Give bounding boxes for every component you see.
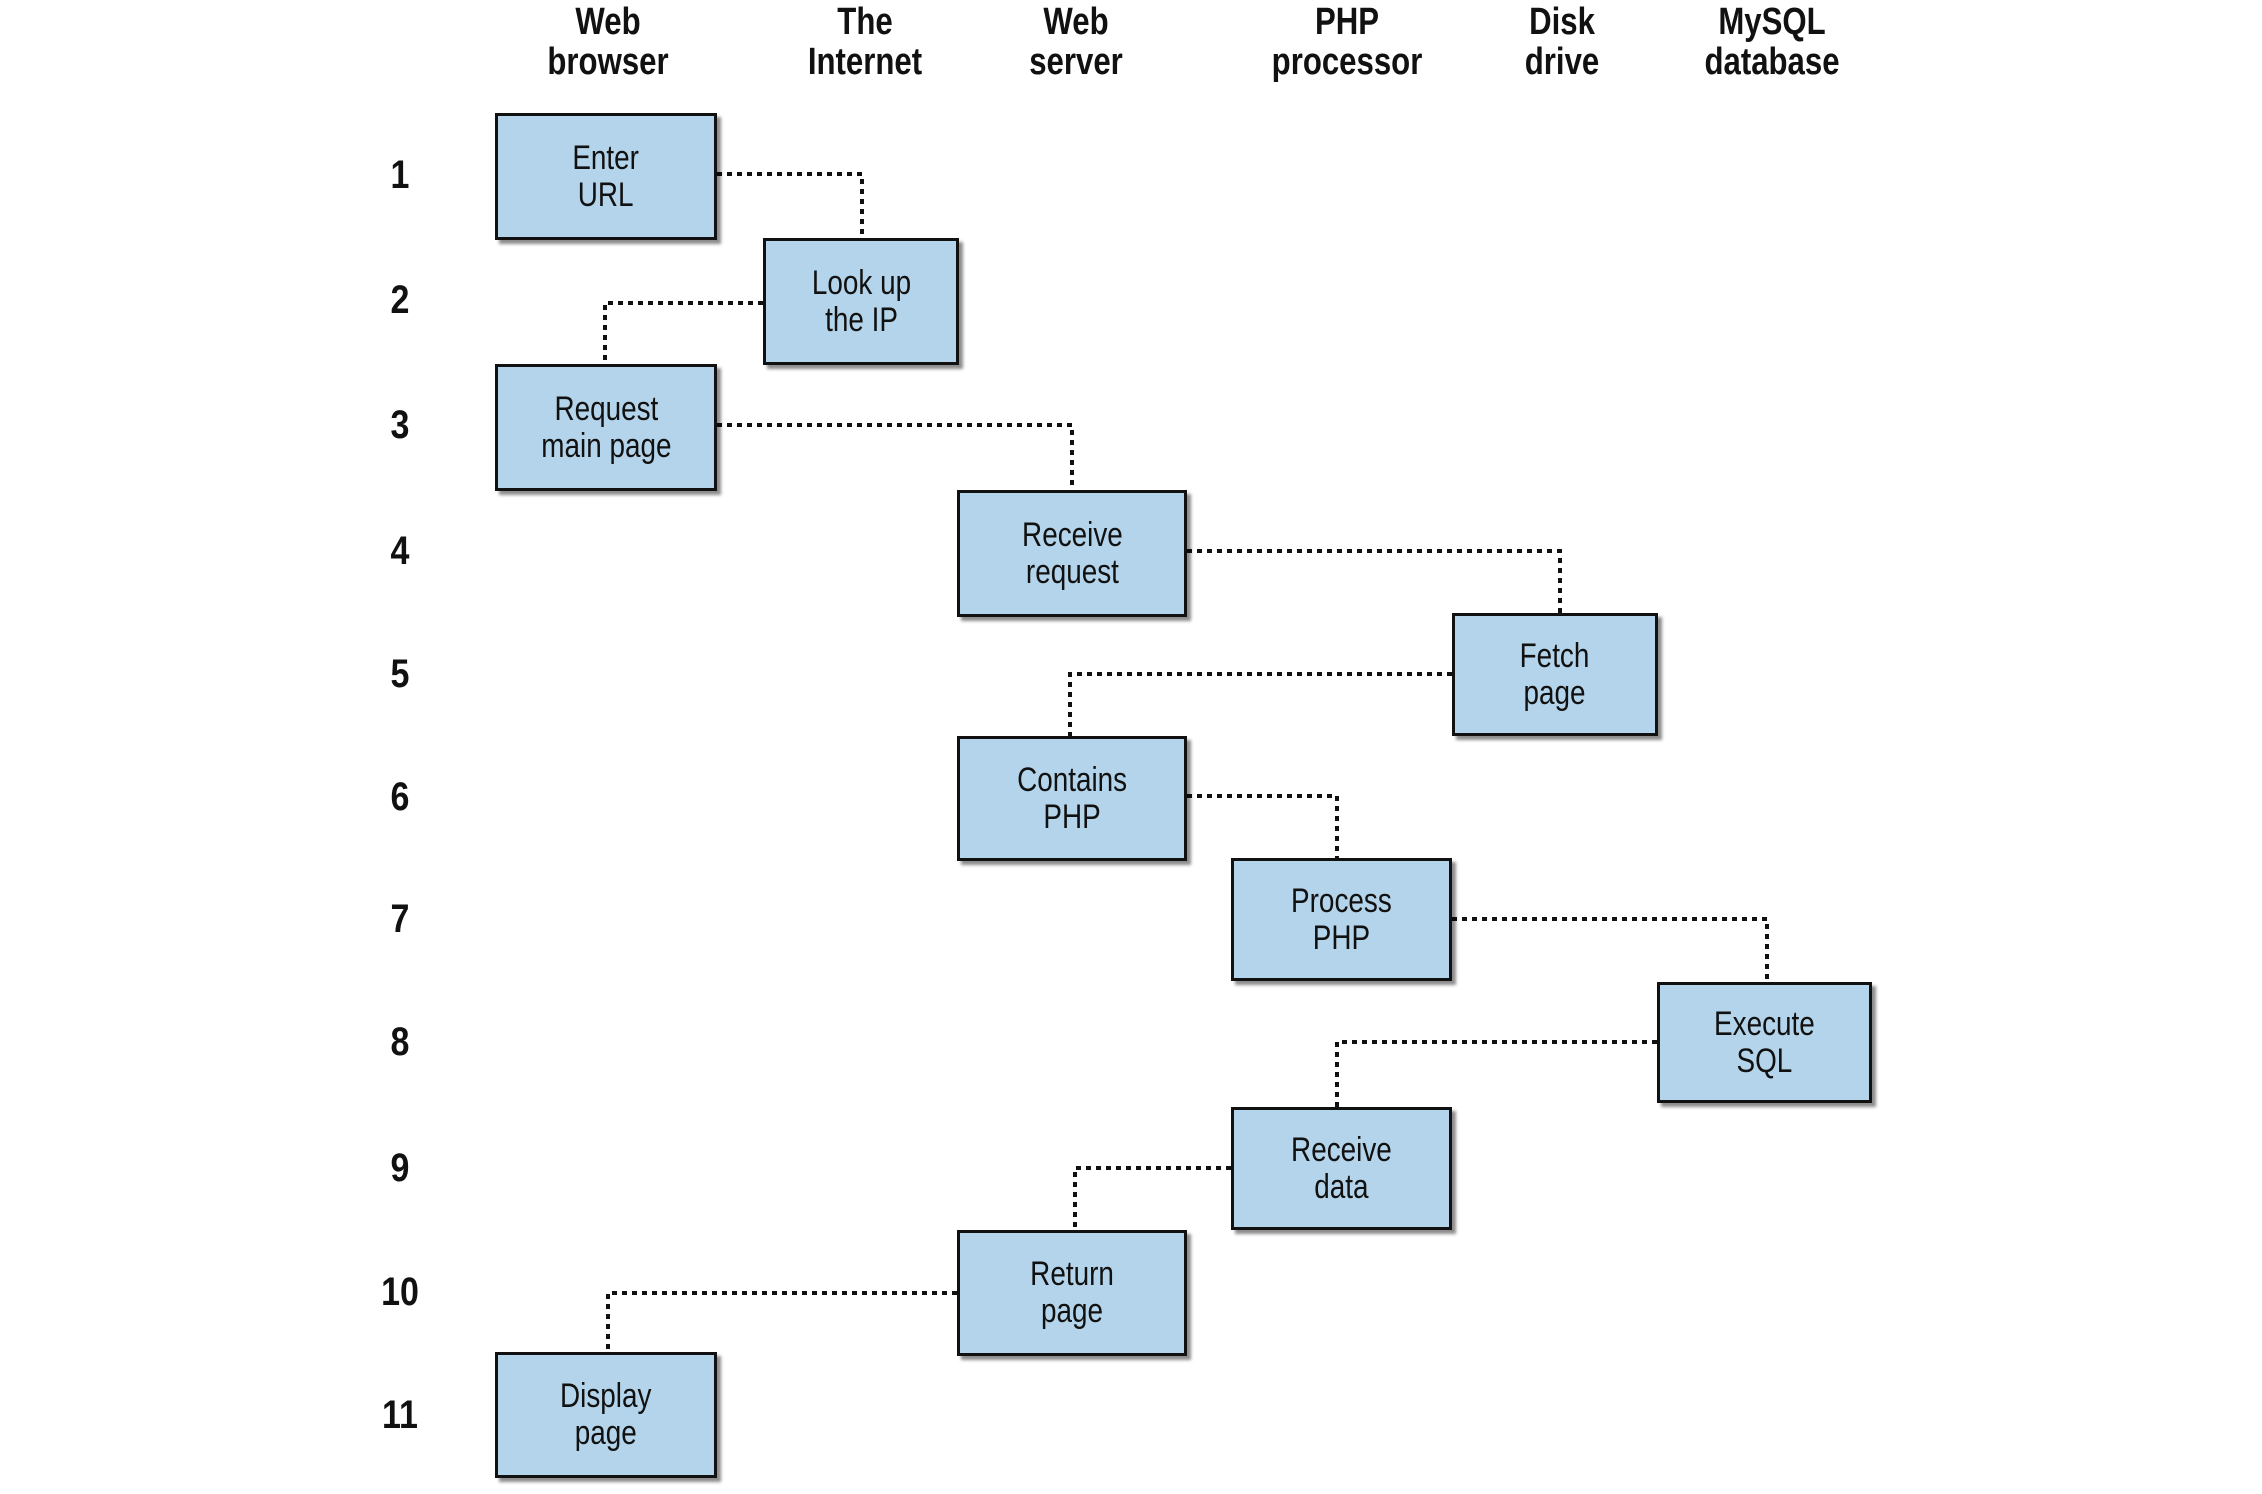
- row-number: 7: [390, 897, 410, 941]
- step-look-up-ip: Look up the IP: [763, 238, 959, 365]
- row-number: 11: [382, 1393, 418, 1437]
- step-label-line2: PHP: [1312, 918, 1371, 957]
- connector-6-7: [1187, 794, 1339, 858]
- column-header-line1: PHP: [1314, 1, 1380, 43]
- column-header-web-browser: Web browser: [518, 2, 698, 82]
- step-label-line1: Contains: [1016, 760, 1128, 799]
- step-label-line2: URL: [578, 175, 634, 214]
- row-number: 3: [390, 403, 410, 447]
- step-enter-url: Enter URL: [495, 113, 717, 240]
- step-request-main-page: Request main page: [495, 364, 717, 491]
- column-header-line1: Disk: [1529, 1, 1595, 43]
- step-label-line1: Execute: [1714, 1004, 1815, 1043]
- row-number: 8: [390, 1020, 410, 1064]
- row-number: 4: [390, 529, 410, 573]
- column-header-line1: MySQL: [1718, 1, 1826, 43]
- step-label-line1: Enter: [572, 138, 640, 177]
- connector-10-11: [606, 1291, 957, 1352]
- column-header-the-internet: The Internet: [775, 2, 955, 82]
- step-label-line1: Return: [1030, 1255, 1114, 1293]
- connector-5-6: [1068, 672, 1452, 736]
- row-number: 1: [390, 153, 410, 197]
- column-header-line2: Internet: [807, 41, 923, 83]
- column-header-line1: The: [837, 1, 893, 43]
- step-label-line1: Fetch: [1520, 636, 1590, 675]
- column-header-disk-drive: Disk drive: [1472, 2, 1652, 82]
- step-contains-php: Contains PHP: [957, 736, 1187, 861]
- step-label-line2: main page: [540, 426, 672, 465]
- column-header-php-processor: PHP processor: [1257, 2, 1437, 82]
- step-label-line1: Process: [1291, 881, 1392, 920]
- step-display-page: Display page: [495, 1352, 717, 1478]
- column-header-line2: database: [1704, 41, 1840, 83]
- step-label-line2: data: [1314, 1167, 1369, 1206]
- column-header-line1: Web: [575, 1, 641, 43]
- column-header-line2: server: [1029, 41, 1123, 83]
- connector-4-5: [1187, 549, 1562, 613]
- step-label-line1: Look up: [811, 263, 911, 302]
- step-process-php: Process PHP: [1231, 858, 1452, 981]
- column-header-line2: drive: [1524, 41, 1600, 83]
- column-header-mysql-database: MySQL database: [1682, 2, 1862, 82]
- connector-9-10: [1073, 1166, 1231, 1230]
- row-number: 10: [381, 1270, 419, 1314]
- step-return-page: Return page: [957, 1230, 1187, 1356]
- connector-3-4: [717, 423, 1074, 490]
- step-label-line2: page: [1040, 1292, 1104, 1330]
- step-label-line2: page: [1523, 673, 1587, 712]
- step-label-line1: Request: [554, 389, 658, 428]
- connector-1-2: [717, 172, 864, 238]
- connector-2-3: [603, 301, 763, 364]
- step-receive-data: Receive data: [1231, 1107, 1452, 1230]
- step-label-line1: Display: [560, 1377, 652, 1415]
- step-fetch-page: Fetch page: [1452, 613, 1658, 736]
- row-number: 5: [390, 652, 410, 696]
- row-number: 2: [390, 278, 410, 322]
- step-label-line2: request: [1025, 552, 1119, 591]
- step-receive-request: Receive request: [957, 490, 1187, 617]
- column-header-line2: processor: [1271, 41, 1423, 83]
- step-label-line2: page: [574, 1414, 638, 1452]
- column-header-web-server: Web server: [986, 2, 1166, 82]
- column-header-line2: browser: [547, 41, 669, 83]
- step-label-line1: Receive: [1021, 515, 1123, 554]
- step-label-line2: the IP: [824, 300, 898, 339]
- step-execute-sql: Execute SQL: [1657, 982, 1872, 1103]
- step-label-line1: Receive: [1291, 1130, 1392, 1169]
- connector-8-9: [1335, 1040, 1657, 1107]
- connector-7-8: [1452, 917, 1769, 982]
- column-header-line1: Web: [1043, 1, 1109, 43]
- row-number: 6: [390, 775, 410, 819]
- row-number: 9: [390, 1146, 410, 1190]
- step-label-line2: PHP: [1043, 797, 1101, 836]
- step-label-line2: SQL: [1736, 1041, 1793, 1080]
